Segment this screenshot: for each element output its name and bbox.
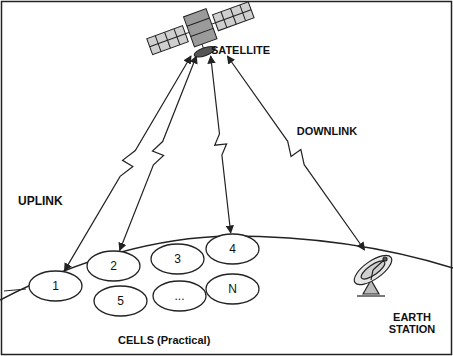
pointer-line xyxy=(4,289,26,291)
signal-link xyxy=(227,56,364,250)
cell-ellipse: 2 xyxy=(86,250,141,282)
cell-number: 4 xyxy=(229,242,236,256)
cell-number: N xyxy=(228,282,237,296)
cell-ellipse: ... xyxy=(152,280,207,312)
node-label: EARTH STATION xyxy=(379,311,445,336)
uplink-label: UPLINK xyxy=(18,194,63,208)
cell-ellipse: 5 xyxy=(93,285,148,317)
cell-number: 2 xyxy=(110,259,117,273)
cell-number: 1 xyxy=(52,279,59,293)
cell-ellipse: N xyxy=(205,273,260,305)
cell-number: 5 xyxy=(117,294,124,308)
signal-link xyxy=(120,56,197,250)
link-label: DOWNLINK xyxy=(295,125,360,137)
node-label: SATELLITE xyxy=(211,44,270,56)
cell-ellipse: 1 xyxy=(28,270,83,302)
satellite: SATELLITE xyxy=(145,0,270,56)
earth-station: EARTH STATION xyxy=(345,250,445,336)
cell-ellipse: 3 xyxy=(150,243,205,275)
cell-number: ... xyxy=(174,289,184,303)
cell-number: 3 xyxy=(174,252,181,266)
cells-caption: CELLS (Practical) xyxy=(118,334,210,346)
signal-link xyxy=(64,56,191,271)
signal-link xyxy=(211,56,231,233)
cell-ellipse: 4 xyxy=(205,233,260,265)
dish-illustration xyxy=(345,250,405,300)
